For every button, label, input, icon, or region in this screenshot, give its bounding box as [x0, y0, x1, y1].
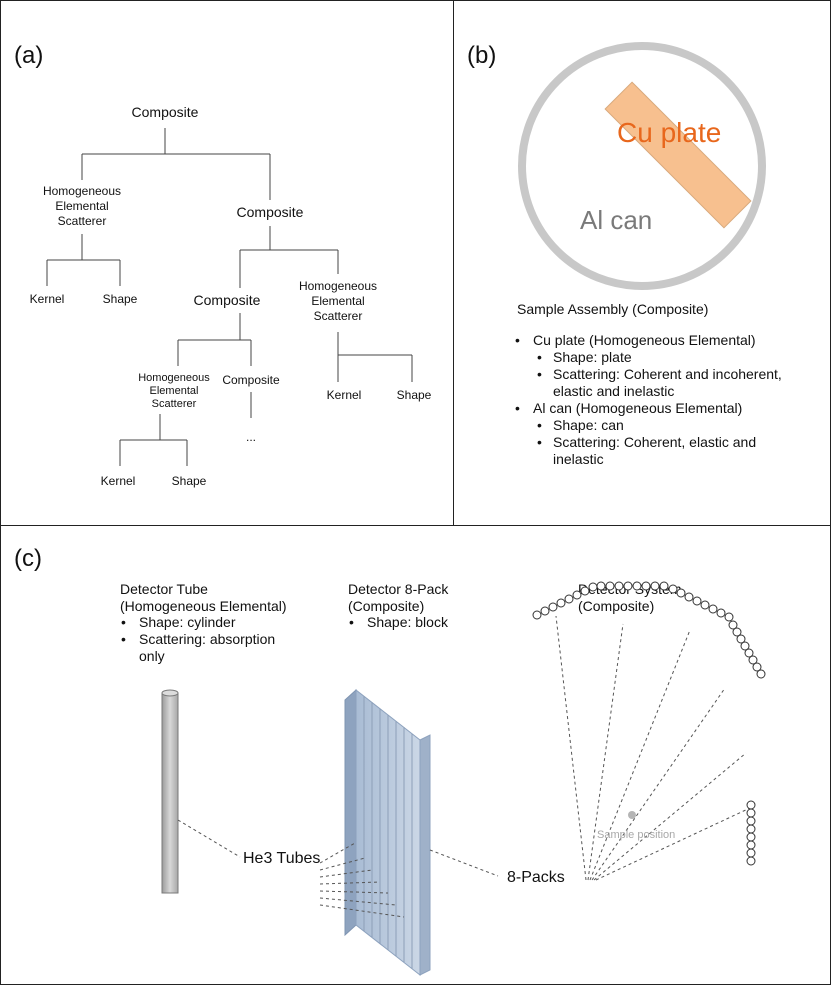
tree-node-root-composite: Composite — [131, 104, 199, 120]
tube-bullet-scattering: Scattering: absorption only — [117, 631, 287, 665]
panel-c-label: (c) — [14, 545, 42, 572]
8-packs-label: 8-Packs — [507, 869, 565, 886]
detector-8pack-bullets: Shape: block — [345, 614, 515, 631]
al-can-ring — [518, 42, 766, 290]
list-item-cu-plate: Cu plate (Homogeneous Elemental) Shape: … — [511, 332, 826, 400]
tree-node-homogeneous-scatterer-low: Homogeneous Elemental Scatterer — [138, 372, 210, 410]
tree-node-composite-mid: Composite — [236, 204, 304, 220]
list-item-cu-scattering: Scattering: Coherent and incoherent, ela… — [533, 366, 803, 400]
tree-node-kernel-2: Kernel — [100, 474, 136, 488]
he3-tubes-label: He3 Tubes — [243, 850, 321, 867]
detector-tube-title: Detector Tube (Homogeneous Elemental) — [120, 581, 287, 614]
tree-node-shape-3: Shape — [396, 388, 432, 402]
panel-a-label: (a) — [14, 42, 44, 69]
list-item-cu-shape: Shape: plate — [533, 349, 826, 366]
detector-8pack-block — [344, 688, 431, 977]
tree-node-kernel-1: Kernel — [29, 292, 65, 306]
tube-bullet-shape: Shape: cylinder — [117, 614, 287, 631]
al-can-label: Al can — [580, 205, 653, 235]
detector-system-title: Detector System (Composite) — [578, 581, 681, 614]
tree-node-composite-low2: Composite — [222, 373, 280, 387]
pack-bullet-shape: Shape: block — [345, 614, 515, 631]
tree-node-shape-1: Shape — [102, 292, 138, 306]
cu-plate-shape — [604, 81, 752, 229]
tree-node-kernel-3: Kernel — [326, 388, 362, 402]
detector-tube-bullets: Shape: cylinder Scattering: absorption o… — [117, 614, 287, 665]
detector-system-ring — [532, 581, 766, 866]
sample-position-label: Sample position — [597, 829, 676, 841]
tree-node-homogeneous-scatterer-right: Homogeneous Elemental Scatterer — [298, 279, 378, 323]
detector-tube-cylinder — [161, 689, 179, 894]
list-item-al-scattering: Scattering: Coherent, elastic and inelas… — [533, 434, 793, 468]
sample-assembly-title: Sample Assembly (Composite) — [517, 301, 709, 317]
detector-8pack-title: Detector 8-Pack (Composite) — [348, 581, 449, 614]
tree-node-homogeneous-scatterer-left: Homogeneous Elemental Scatterer — [42, 184, 122, 228]
sample-position-dot — [628, 811, 636, 819]
tree-node-ellipsis: ... — [245, 430, 257, 444]
tree-node-shape-2: Shape — [171, 474, 207, 488]
tree-node-composite-low: Composite — [193, 292, 261, 308]
list-item-al-shape: Shape: can — [533, 417, 826, 434]
sample-assembly-list: Cu plate (Homogeneous Elemental) Shape: … — [511, 332, 826, 468]
cu-plate-label: Cu plate — [617, 117, 722, 148]
panel-b-label: (b) — [467, 42, 497, 69]
list-item-al-can: Al can (Homogeneous Elemental) Shape: ca… — [511, 400, 826, 468]
